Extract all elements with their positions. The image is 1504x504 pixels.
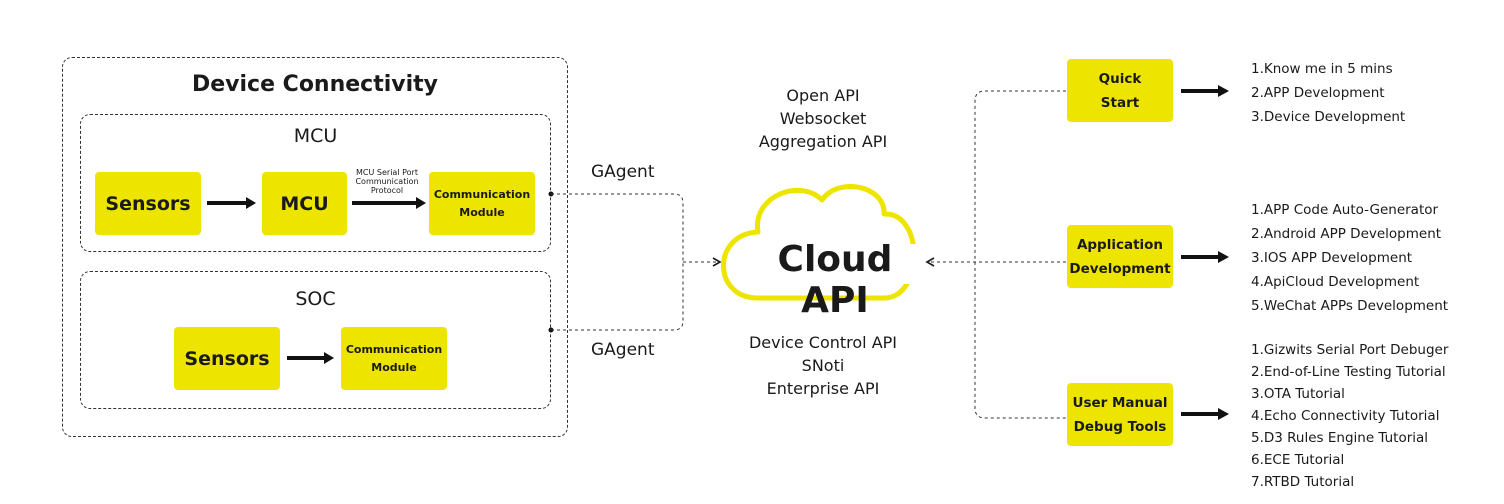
list-item[interactable]: 5.D3 Rules Engine Tutorial	[1251, 430, 1429, 446]
list-item[interactable]: 3.Device Development	[1251, 109, 1406, 125]
cloud-apis-top: Open API Websocket Aggregation API	[758, 86, 888, 151]
cloud-api-label: Cloud API	[777, 239, 893, 321]
application-development-label: Application Development	[1069, 236, 1171, 277]
device-connectivity-group	[62, 57, 568, 437]
cloud-apis-bottom: Device Control API SNoti Enterprise API	[748, 333, 898, 398]
mcu-group-title: MCU	[293, 125, 338, 147]
list-item[interactable]: 4.Echo Connectivity Tutorial	[1251, 408, 1440, 424]
quick-start-box[interactable]: Quick Start	[1067, 59, 1173, 122]
arrow-app-dev	[1181, 251, 1229, 263]
list-item[interactable]: 7.RTBD Tutorial	[1251, 474, 1355, 490]
list-item[interactable]: 3.IOS APP Development	[1251, 250, 1413, 266]
list-item[interactable]: 6.ECE Tutorial	[1251, 452, 1345, 468]
soc-sensors-box: Sensors	[174, 327, 280, 390]
application-development-list: 1.APP Code Auto-Generator 2.Android APP …	[1251, 198, 1448, 318]
mcu-group	[80, 114, 551, 252]
mcu-sensors-box: Sensors	[95, 172, 201, 235]
list-item[interactable]: 1.Know me in 5 mins	[1251, 61, 1393, 77]
arrow-soc-sensors-to-module	[287, 352, 334, 364]
quick-start-list: 1.Know me in 5 mins 2.APP Development 3.…	[1251, 57, 1405, 129]
application-development-box[interactable]: Application Development	[1067, 225, 1173, 288]
arrow-mcu-to-module	[352, 197, 426, 209]
gagent-top-label: GAgent	[591, 162, 655, 182]
arrow-sensors-to-mcu	[207, 197, 256, 209]
developer-connector	[925, 90, 1066, 419]
list-item[interactable]: 1.Gizwits Serial Port Debuger	[1251, 342, 1449, 358]
list-item[interactable]: 4.ApiCloud Development	[1251, 274, 1420, 290]
mcu-box: MCU	[262, 172, 347, 235]
device-connectivity-title: Device Connectivity	[191, 72, 439, 97]
user-manual-label: User Manual Debug Tools	[1072, 394, 1168, 435]
mcu-protocol-label: MCU Serial Port Communication Protocol	[355, 168, 419, 195]
user-manual-list: 1.Gizwits Serial Port Debuger 2.End-of-L…	[1251, 339, 1448, 493]
soc-group-title: SOC	[295, 288, 336, 310]
list-item[interactable]: 1.APP Code Auto-Generator	[1251, 202, 1439, 218]
soc-communication-module-box: Communication Module	[341, 327, 447, 390]
quick-start-label: Quick Start	[1098, 70, 1142, 111]
arrow-quick-start	[1181, 85, 1229, 97]
list-item[interactable]: 2.APP Development	[1251, 85, 1385, 101]
user-manual-box[interactable]: User Manual Debug Tools	[1067, 383, 1173, 446]
list-item[interactable]: 2.Android APP Development	[1251, 226, 1442, 242]
list-item[interactable]: 5.WeChat APPs Development	[1251, 298, 1449, 314]
list-item[interactable]: 3.OTA Tutorial	[1251, 386, 1345, 402]
arrow-manual	[1181, 408, 1229, 420]
gagent-connector	[548, 191, 722, 333]
gagent-bottom-label: GAgent	[591, 340, 655, 360]
mcu-communication-module-label: Communication Module	[433, 187, 531, 219]
soc-communication-module-label: Communication Module	[345, 342, 443, 374]
mcu-communication-module-box: Communication Module	[429, 172, 535, 235]
list-item[interactable]: 2.End-of-Line Testing Tutorial	[1251, 364, 1446, 380]
soc-group	[80, 271, 551, 409]
